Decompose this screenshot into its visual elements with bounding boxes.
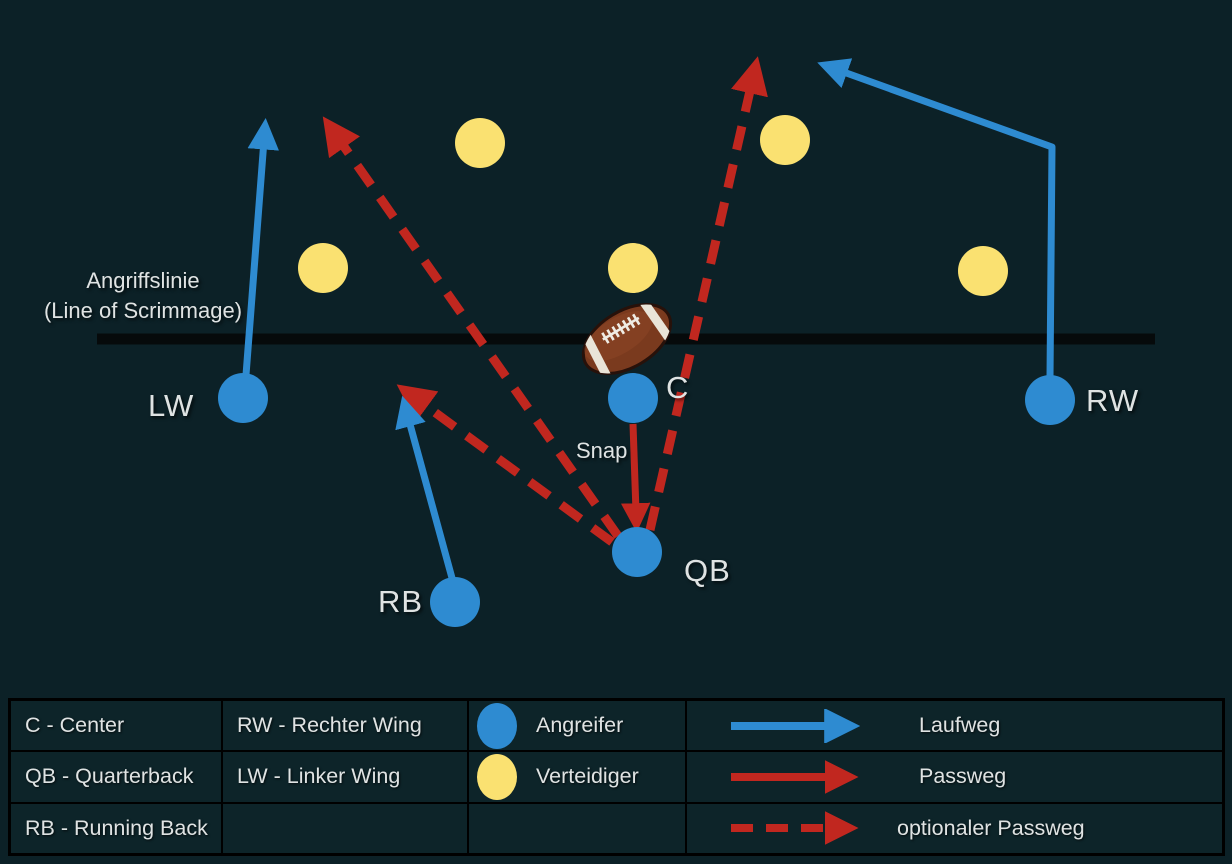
legend-cell-linker-wing: LW - Linker Wing <box>223 752 467 802</box>
defender-circle <box>760 115 810 165</box>
player-rw-circle <box>1025 375 1075 425</box>
snap-arrow <box>621 423 651 533</box>
defender-marker-icon <box>477 753 517 800</box>
label-rw: RW <box>1086 383 1140 418</box>
legend-cell-laufweg: Laufweg <box>687 701 1222 751</box>
snap-label: Snap <box>576 438 628 463</box>
optional-pass-arrow-icon <box>731 811 859 846</box>
player-lw-circle <box>218 373 268 423</box>
run-route-lw <box>242 118 279 379</box>
legend-cell-angreifer: Angreifer <box>469 701 685 751</box>
legend-cell-optionaler-passweg: optionaler Passweg <box>687 803 1222 853</box>
run-route-rw <box>817 58 1056 381</box>
optional-pass-route-rb <box>396 384 615 546</box>
legend-cell-rechter-wing: RW - Rechter Wing <box>223 701 467 751</box>
optional-pass-route-left <box>322 116 622 539</box>
defender-circle <box>608 243 658 293</box>
run-route-label: Laufweg <box>919 713 1001 738</box>
label-lw: LW <box>148 388 195 423</box>
label-qb: QB <box>684 553 731 588</box>
attacker-marker-label: Angreifer <box>536 713 624 738</box>
legend-table: C - Center RW - Rechter Wing Angreifer L… <box>8 698 1225 856</box>
pass-arrow-icon <box>731 760 859 794</box>
legend-cell-running-back: RB - Running Back <box>11 803 221 853</box>
player-rb-circle <box>430 577 480 627</box>
pass-route-label: Passweg <box>919 764 1007 789</box>
defender-circle <box>455 118 505 168</box>
legend-cell-empty-1 <box>223 803 467 853</box>
player-qb-circle <box>612 527 662 577</box>
label-c: C <box>666 370 690 405</box>
scrimmage-label-en: (Line of Scrimmage) <box>43 298 243 323</box>
legend-cell-quarterback: QB - Quarterback <box>11 752 221 802</box>
run-arrow-icon <box>731 708 861 743</box>
legend-cell-empty-2 <box>469 803 685 853</box>
defender-circle <box>958 246 1008 296</box>
optional-pass-route-deep <box>645 56 768 531</box>
attacker-marker-icon <box>477 702 517 749</box>
football-icon <box>579 293 678 386</box>
legend-cell-passweg: Passweg <box>687 752 1222 802</box>
defender-marker-label: Verteidiger <box>536 764 639 789</box>
field-canvas <box>97 56 1155 627</box>
legend-cell-center: C - Center <box>11 701 221 751</box>
label-rb: RB <box>378 584 424 619</box>
player-c-circle <box>608 373 658 423</box>
legend-cell-verteidiger: Verteidiger <box>469 752 685 802</box>
run-route-rb <box>395 395 456 582</box>
optional-pass-route-label: optionaler Passweg <box>897 815 1085 840</box>
scrimmage-label-de: Angriffslinie <box>86 268 200 293</box>
scrimmage-label: Angriffslinie (Line of Scrimmage) <box>25 266 261 326</box>
defender-circle <box>298 243 348 293</box>
